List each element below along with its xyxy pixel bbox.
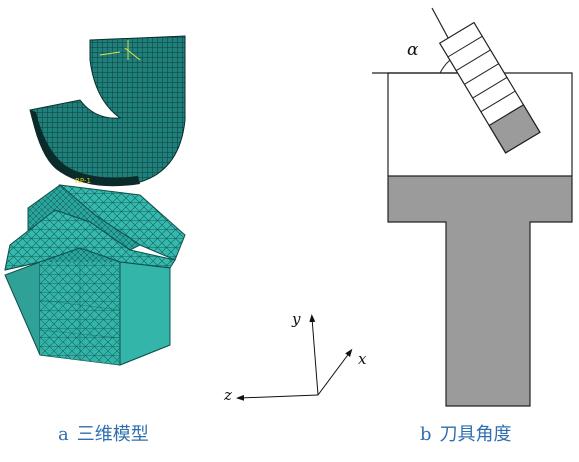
- panel-b-tool-angle: [372, 7, 573, 407]
- caption-a: a 三维模型: [58, 420, 149, 446]
- z-axis-label: z: [224, 386, 232, 404]
- tool-holder: [387, 175, 573, 407]
- coordinate-axes: [236, 314, 353, 401]
- rp-label: RP-1: [75, 177, 91, 185]
- caption-b-letter: b: [420, 424, 432, 445]
- wheel-mesh: [29, 35, 186, 187]
- y-axis-label: y: [292, 310, 301, 328]
- y-axis-line: [309, 314, 319, 396]
- caption-a-letter: a: [58, 424, 69, 445]
- panel-a-model: [4, 35, 186, 366]
- z-axis-line: [236, 394, 319, 401]
- angle-alpha-label: α: [407, 40, 419, 60]
- x-axis-label: x: [358, 350, 367, 368]
- x-axis-line: [317, 348, 353, 396]
- caption-a-text: 三维模型: [76, 424, 149, 445]
- cutting-tool: [438, 21, 541, 154]
- caption-b-text: 刀具角度: [439, 424, 512, 445]
- caption-b: b 刀具角度: [420, 420, 512, 446]
- block-mesh: [4, 184, 186, 366]
